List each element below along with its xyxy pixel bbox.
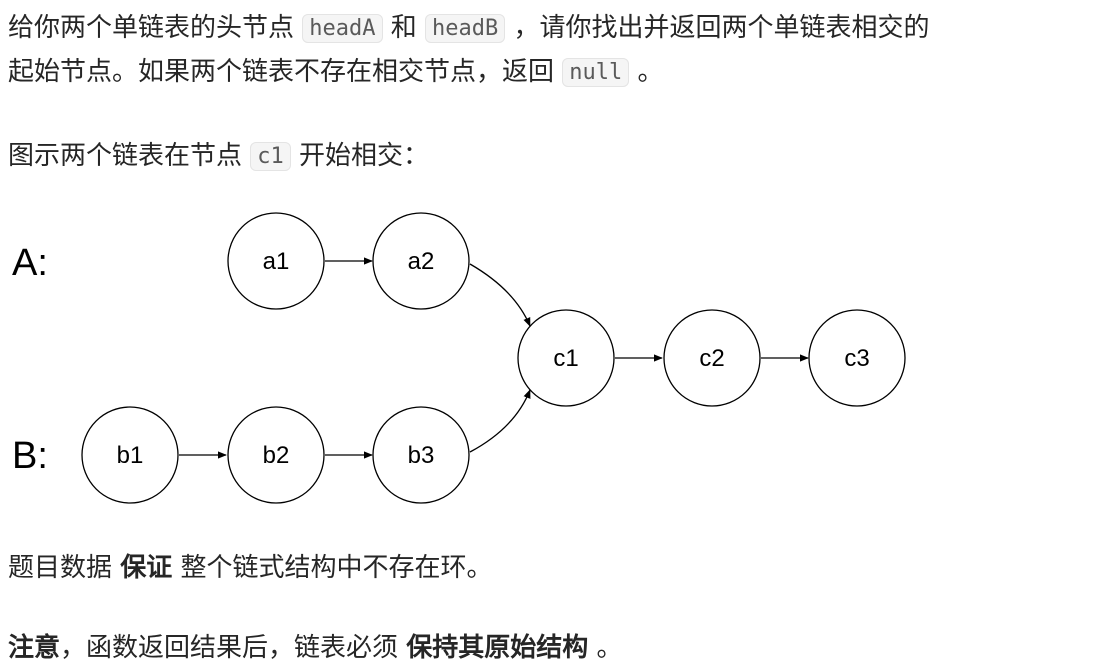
attention-bold-structure: 保持其原始结构 <box>406 633 589 663</box>
list-a-label: A: <box>12 242 48 284</box>
no-cycle-note: 题目数据 保证 整个链式结构中不存在环。 <box>8 546 493 590</box>
node-b3: b3 <box>372 406 470 504</box>
inline-code-headB: headB <box>425 14 506 43</box>
edge-b3-c1 <box>469 389 531 453</box>
inline-code-null: null <box>562 58 630 87</box>
diagram-caption: 图示两个链表在节点 c1 开始相交： <box>8 134 429 179</box>
attention-text: ，函数返回结果后，链表必须 <box>60 633 407 663</box>
statement-text: 起始节点。如果两个链表不存在相交节点，返回 <box>8 57 563 87</box>
node-label: c1 <box>553 345 578 372</box>
node-label: a1 <box>263 248 290 275</box>
node-a2: a2 <box>372 212 470 310</box>
node-label: b3 <box>408 442 435 469</box>
inline-code-c1: c1 <box>250 142 291 171</box>
problem-statement-line-2: 起始节点。如果两个链表不存在相交节点，返回 null 。 <box>8 50 664 95</box>
node-label: b1 <box>117 442 144 469</box>
note-text: 整个链式结构中不存在环。 <box>172 553 493 583</box>
node-label: c3 <box>844 345 869 372</box>
node-b1: b1 <box>81 406 179 504</box>
node-c1: c1 <box>517 309 615 407</box>
attention-bold: 注意 <box>8 633 61 663</box>
node-c2: c2 <box>663 309 761 407</box>
attention-text: 。 <box>588 633 623 663</box>
inline-code-headA: headA <box>302 14 383 43</box>
intersection-diagram: A: B: a1 a2 b1 b2 b3 c1 c2 c3 <box>12 212 906 504</box>
node-b2: b2 <box>227 406 325 504</box>
node-label: c2 <box>699 345 724 372</box>
statement-text: ，请你找出并返回两个单链表相交的 <box>505 13 930 43</box>
node-label: a2 <box>408 248 435 275</box>
node-a1: a1 <box>227 212 325 310</box>
node-c3: c3 <box>808 309 906 407</box>
statement-text: 给你两个单链表的头节点 <box>8 13 303 43</box>
list-b-label: B: <box>12 435 48 477</box>
node-label: b2 <box>263 442 290 469</box>
problem-statement-line-1: 给你两个单链表的头节点 headA 和 headB ，请你找出并返回两个单链表相… <box>8 6 930 51</box>
statement-text: 。 <box>629 57 664 87</box>
caption-text: 图示两个链表在节点 <box>8 141 251 171</box>
note-text: 题目数据 <box>8 553 121 583</box>
note-bold: 保证 <box>120 553 173 583</box>
attention-note: 注意，函数返回结果后，链表必须 保持其原始结构 。 <box>8 626 623 670</box>
statement-text: 和 <box>382 13 426 43</box>
caption-text: 开始相交： <box>290 141 430 171</box>
edge-a2-c1 <box>469 263 531 327</box>
